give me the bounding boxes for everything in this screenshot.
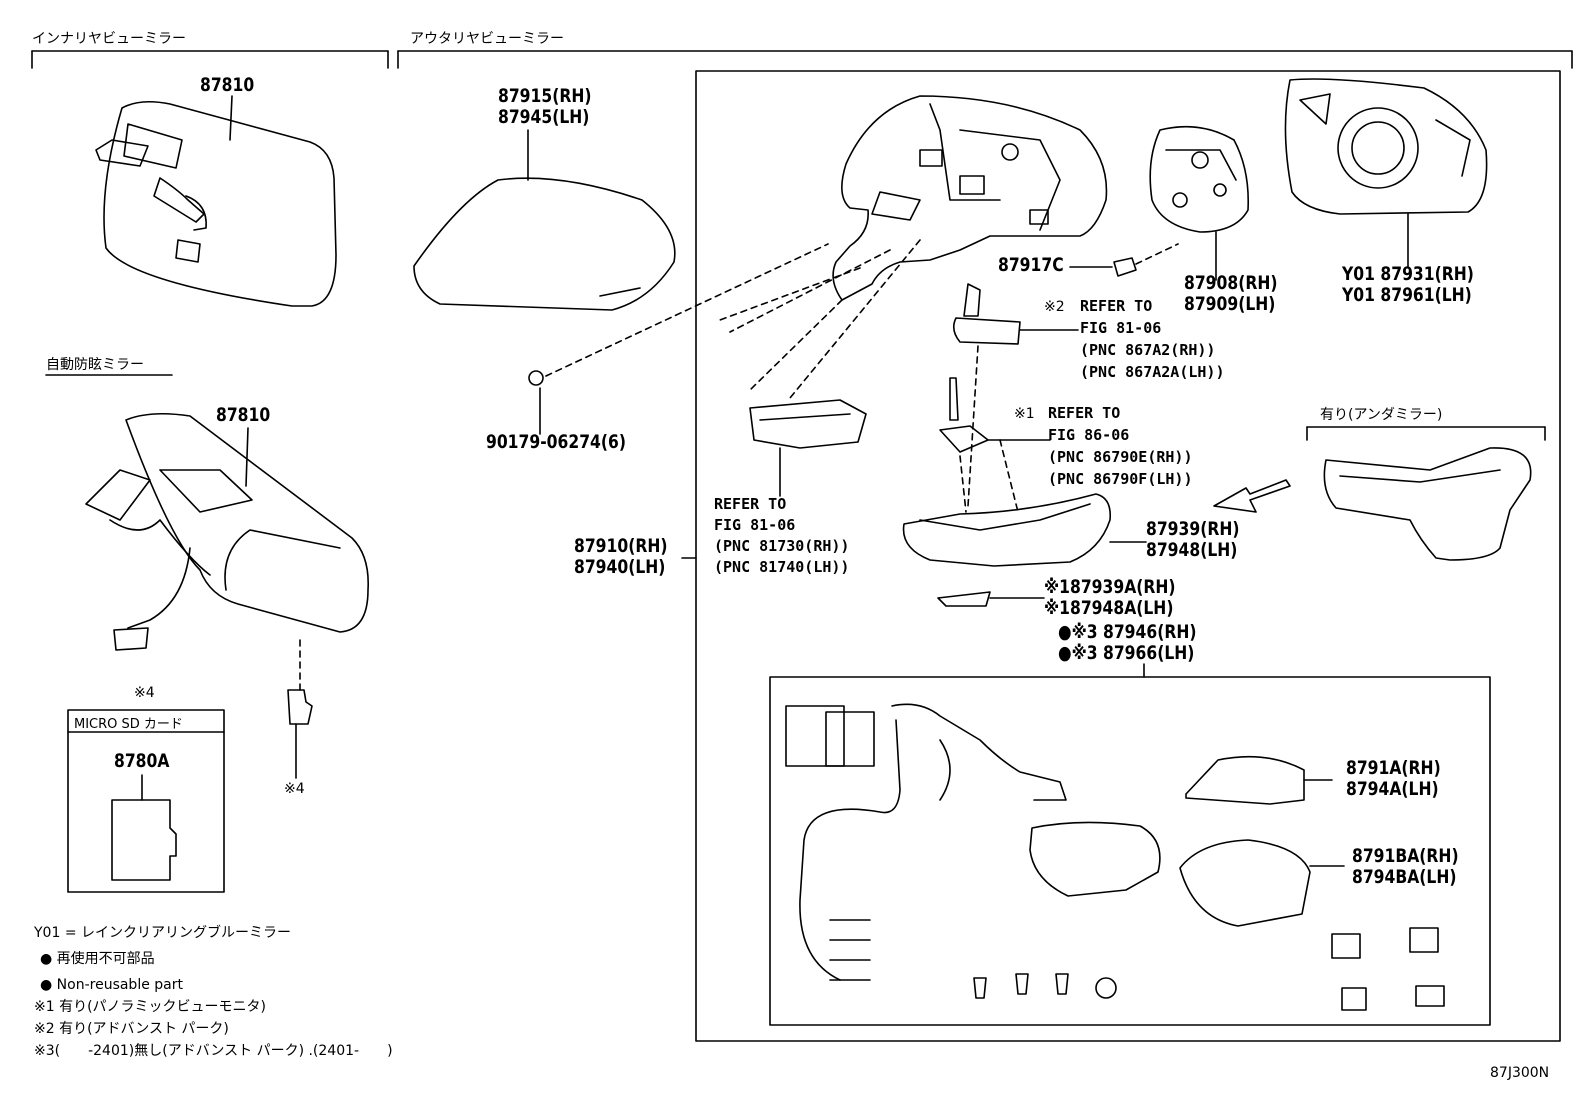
micro-sd-card-drawing xyxy=(111,799,177,881)
part-87948[interactable]: 87948(LH) xyxy=(1146,539,1238,561)
figure-code: 87J300N xyxy=(1490,1065,1550,1081)
part-8791a[interactable]: 8791A(RH) xyxy=(1346,757,1441,779)
part-87909[interactable]: 87909(LH) xyxy=(1184,293,1276,315)
part-87945[interactable]: 87945(LH) xyxy=(498,106,590,128)
sub-assembly-box xyxy=(769,676,1491,1026)
legend-line-note2: ※2 有り(アドバンスト パーク) xyxy=(34,1021,229,1037)
mirror-housing-drawing xyxy=(832,95,1108,301)
auto-dimming-mirror-drawing xyxy=(85,412,369,779)
micro-sd-card-box xyxy=(67,709,225,893)
section-bracket-inner xyxy=(31,50,389,69)
legend-line-y01: Y01 = レインクリアリングブルーミラー xyxy=(34,925,291,941)
part-87961[interactable]: Y01 87961(LH) xyxy=(1342,284,1472,306)
camera-unit-drawing xyxy=(939,377,1051,513)
legend-line-note1: ※1 有り(パノラミックビューモニタ) xyxy=(34,999,267,1015)
section-bracket-outer xyxy=(397,50,1573,69)
part-87931[interactable]: Y01 87931(RH) xyxy=(1342,263,1474,285)
mirror-back-plate-drawing xyxy=(1284,78,1488,267)
section-label-under-mirror: 有り(アンダミラー) xyxy=(1320,407,1443,423)
part-87910[interactable]: 87910(RH) xyxy=(574,535,668,557)
retractor-motor-drawing xyxy=(1149,125,1250,233)
mirror-cover-plate-drawing xyxy=(1029,821,1161,897)
turn-signal-lamp-drawing xyxy=(749,399,867,497)
part-8780a[interactable]: 8780A xyxy=(114,750,170,772)
part-87810-inner[interactable]: 87810 xyxy=(200,74,255,96)
under-mirror-drawing xyxy=(1323,447,1532,561)
part-87966[interactable]: ●※3 87966(LH) xyxy=(1058,642,1195,664)
part-87939a[interactable]: ※187939A(RH) xyxy=(1044,576,1176,598)
mirror-assembly-box xyxy=(695,70,1561,1042)
cap-8791ba-drawing xyxy=(1179,839,1345,927)
advanced-park-unit-drawing xyxy=(952,283,1079,507)
part-87810-auto[interactable]: 87810 xyxy=(216,404,271,426)
part-87946[interactable]: ●※3 87946(RH) xyxy=(1058,621,1197,643)
part-8794a[interactable]: 8794A(LH) xyxy=(1346,778,1439,800)
card-side-note-mark: ※4 xyxy=(284,781,305,797)
part-87908[interactable]: 87908(RH) xyxy=(1184,272,1278,294)
screw-87917c xyxy=(1113,257,1137,277)
cap-8791a-drawing xyxy=(1185,755,1333,805)
part-87939[interactable]: 87939(RH) xyxy=(1146,518,1240,540)
clips-drawing xyxy=(973,927,1445,1011)
part-87948a[interactable]: ※187948A(LH) xyxy=(1044,597,1174,619)
direction-arrow xyxy=(1213,479,1291,513)
part-87940[interactable]: 87940(LH) xyxy=(574,556,666,578)
card-note-mark: ※4 xyxy=(134,685,155,701)
section-label-outer-mirror: アウタリヤビューミラー xyxy=(410,31,564,47)
part-87915[interactable]: 87915(RH) xyxy=(498,85,592,107)
grommet-drawing xyxy=(528,370,544,386)
part-87917c[interactable]: 87917C xyxy=(998,254,1064,276)
inner-mirror-drawing xyxy=(95,95,337,307)
legend-line-nonreusable-en: ● Non-reusable part xyxy=(40,977,183,993)
section-label-auto-dimming: 自動防眩ミラー xyxy=(46,357,144,373)
legend-line-note3: ※3( -2401)無し(アドバンスト パーク) .(2401- ) xyxy=(34,1043,393,1059)
card-title: MICRO SD カード xyxy=(74,717,183,732)
section-label-inner-mirror: インナリヤビューミラー xyxy=(32,31,186,47)
legend-line-nonreusable-jp: ● 再使用不可部品 xyxy=(40,951,155,967)
wire-harness-drawing xyxy=(785,703,1067,981)
part-8794ba[interactable]: 8794BA(LH) xyxy=(1352,866,1457,888)
section-bracket-under-mirror xyxy=(1306,426,1546,441)
lower-cover-drawing xyxy=(902,493,1147,567)
part-8791ba[interactable]: 8791BA(RH) xyxy=(1352,845,1459,867)
mirror-glass-drawing xyxy=(413,129,676,311)
part-90179[interactable]: 90179-06274(6) xyxy=(486,431,626,453)
cover-87939a-drawing xyxy=(937,591,991,607)
